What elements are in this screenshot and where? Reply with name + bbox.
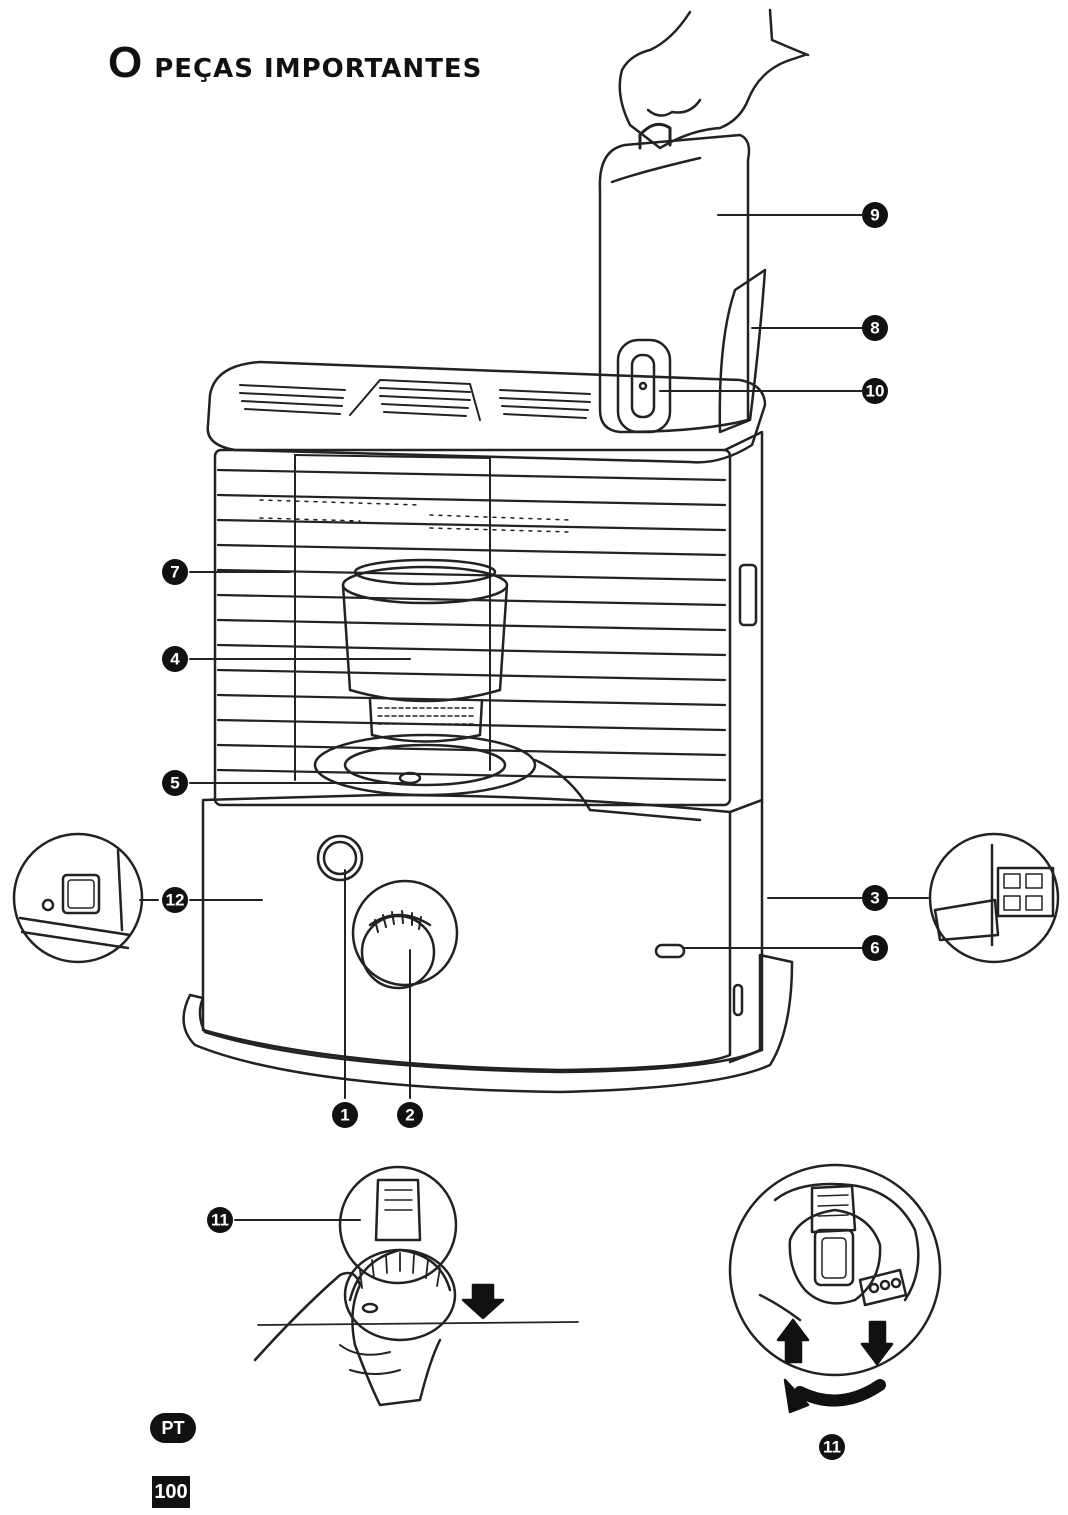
svg-text:11: 11 [211,1211,229,1230]
hand [618,10,807,150]
adjustment-knob[interactable] [360,914,436,990]
svg-text:1: 1 [340,1106,349,1125]
svg-text:11: 11 [823,1438,841,1457]
svg-text:3: 3 [870,889,879,908]
callout-3: 3 [862,885,888,911]
hand-turning-knob [253,1271,442,1407]
fuel-tank [598,133,751,434]
language-badge: PT [150,1413,196,1443]
callout-9: 9 [862,202,888,228]
svg-text:12: 12 [166,891,185,910]
svg-text:5: 5 [170,774,179,793]
svg-text:6: 6 [870,939,879,958]
callout-4: 4 [162,646,188,672]
page-title: PEÇAS IMPORTANTES [154,54,483,84]
callout-12: 12 [162,887,188,913]
burner-base [313,733,537,797]
socket-detail-right [728,1163,942,1377]
adjustment-knob-housing [351,879,459,987]
knob-socket-detail [338,1165,458,1285]
callout-1: 1 [332,1102,358,1128]
svg-text:10: 10 [866,382,885,401]
gauge-window [654,943,686,959]
top-cover [206,360,767,464]
page-heading: O PEÇAS IMPORTANTES [108,38,482,88]
callout-7: 7 [162,559,188,585]
base-tray [182,953,794,1094]
arrow-down-icon [461,1283,505,1320]
callout-8: 8 [862,315,888,341]
safety-grille [213,448,732,807]
svg-text:7: 7 [170,563,179,582]
detail-inset-left [12,832,144,964]
svg-text:9: 9 [870,206,879,225]
ignition-button[interactable] [316,834,364,882]
callout-10: 10 [862,378,888,404]
callout-11-right: 11 [819,1434,845,1460]
svg-text:2: 2 [405,1106,414,1125]
lower-cabinet [201,793,732,1072]
rotate-arrow-icon [794,1379,886,1407]
svg-text:4: 4 [170,650,180,669]
page-number: 100 [152,1476,190,1508]
fuel-gauge-card [718,268,767,434]
tank-cap[interactable] [616,338,672,434]
callout-6: 6 [862,935,888,961]
callout-5: 5 [162,770,188,796]
heading-letter: O [108,38,143,87]
callout-11: 11 [207,1207,233,1233]
callout-2: 2 [397,1102,423,1128]
arrow-down-icon-right [860,1320,894,1366]
svg-text:8: 8 [870,319,879,338]
detail-inset-right [928,832,1060,964]
arrow-up-icon [776,1318,810,1364]
